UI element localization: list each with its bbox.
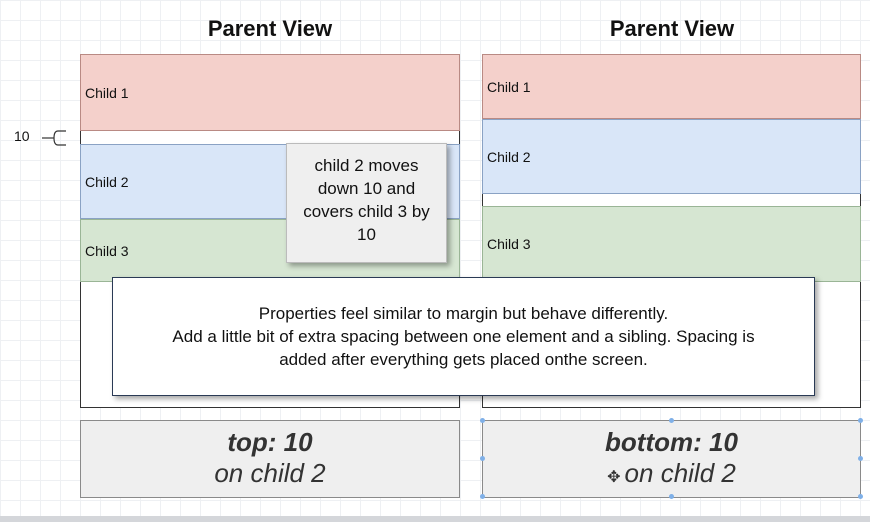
left-child-2-label: Child 2 <box>85 173 129 190</box>
right-child-1[interactable]: Child 1 <box>482 54 861 119</box>
selection-handle-icon[interactable] <box>669 494 674 499</box>
note-line-2: down 10 and <box>317 179 416 198</box>
right-property-value: bottom: 10 <box>605 427 738 457</box>
selection-handle-icon[interactable] <box>480 456 485 461</box>
selection-handle-icon[interactable] <box>480 418 485 423</box>
right-child-2-label: Child 2 <box>487 148 531 165</box>
right-property-target-text: on child 2 <box>624 458 736 488</box>
left-child-1-label: Child 1 <box>85 84 129 101</box>
right-property-label[interactable]: bottom: 10 ✥on child 2 <box>482 420 861 498</box>
explanation-callout[interactable]: Properties feel similar to margin but be… <box>112 277 815 396</box>
right-property-target: ✥on child 2 <box>483 457 860 494</box>
left-child-1[interactable]: Child 1 <box>80 54 460 131</box>
window-bottom-edge <box>0 516 870 522</box>
left-child-3-label: Child 3 <box>85 242 129 259</box>
right-child-2[interactable]: Child 2 <box>482 119 861 194</box>
move-cursor-icon: ✥ <box>607 469 621 486</box>
note-line-1: child 2 moves <box>314 156 419 175</box>
right-parent-title: Parent View <box>609 16 735 41</box>
right-child-1-label: Child 1 <box>487 78 531 95</box>
dimension-label: 10 <box>14 128 30 144</box>
note-line-3: covers child 3 by <box>303 202 430 221</box>
right-child-3-label: Child 3 <box>487 236 531 252</box>
callout-line-3: added after everything gets placed onthe… <box>279 350 648 369</box>
selection-handle-icon[interactable] <box>858 494 863 499</box>
selection-handle-icon[interactable] <box>669 418 674 423</box>
left-property-label: top: 10 on child 2 <box>80 420 460 498</box>
note-line-4: 10 <box>357 225 376 244</box>
left-parent-title: Parent View <box>207 16 333 41</box>
selection-handle-icon[interactable] <box>858 418 863 423</box>
selection-handle-icon[interactable] <box>480 494 485 499</box>
callout-line-1: Properties feel similar to margin but be… <box>258 304 669 323</box>
child-2-note[interactable]: child 2 moves down 10 and covers child 3… <box>286 143 447 263</box>
selection-handle-icon[interactable] <box>858 456 863 461</box>
left-property-target: on child 2 <box>214 458 326 488</box>
dimension-bracket-icon <box>42 130 66 146</box>
callout-line-2: Add a little bit of extra spacing betwee… <box>172 327 755 346</box>
left-property-value: top: 10 <box>227 427 313 457</box>
right-child-3[interactable]: Child 3 <box>482 206 861 282</box>
